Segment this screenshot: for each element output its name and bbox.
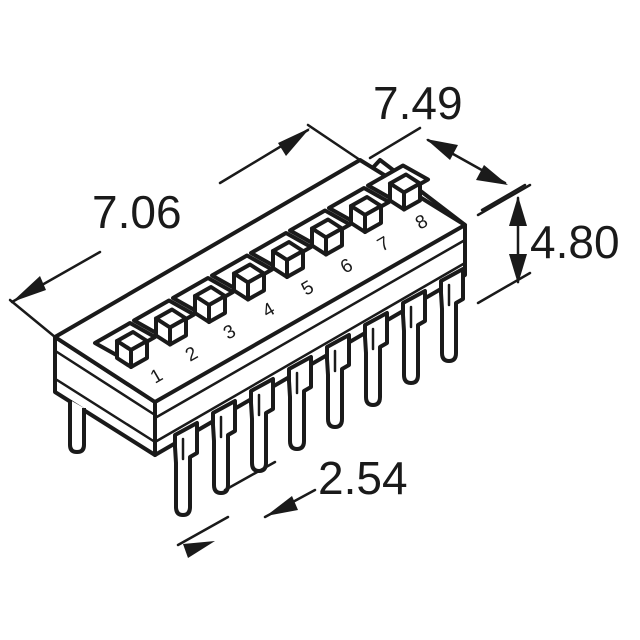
side-ridge-line: [153, 238, 467, 420]
arrow-right-icon: [278, 128, 310, 156]
switch-actuators: [93, 163, 430, 369]
pin: [211, 399, 237, 495]
switch-actuator: [210, 253, 274, 302]
arrow-up-left-icon: [426, 139, 458, 160]
arrow-left-icon: [266, 496, 298, 516]
dimension-width-label: 7.49: [373, 77, 463, 129]
dimension-length-label: 7.06: [92, 186, 182, 238]
extension-line: [476, 271, 532, 305]
pin: [439, 267, 465, 363]
front-ridge-line: [55, 350, 157, 417]
switch-actuator: [366, 163, 430, 212]
extension-line: [223, 460, 277, 492]
switch-actuator: [132, 298, 196, 347]
dimension-width: 7.49: [368, 77, 527, 212]
extension-line: [8, 298, 57, 339]
arrow-down-right-icon: [476, 165, 508, 185]
extension-line: [480, 183, 527, 212]
switch-actuator: [93, 321, 157, 369]
extension-line: [476, 183, 532, 217]
side-ridge-line: [153, 261, 467, 444]
arrow-right-icon: [183, 541, 215, 558]
arrow-left-icon: [12, 276, 46, 302]
dimension-height: 4.80: [476, 183, 620, 305]
pin: [249, 377, 275, 473]
rear-pin: [68, 400, 86, 454]
switch-actuator: [249, 231, 313, 279]
extension-line: [306, 123, 362, 162]
front-ridge-line: [55, 378, 157, 444]
extension-line: [176, 515, 230, 547]
dimension-pitch: 2.54: [176, 452, 408, 558]
switch-actuator: [288, 208, 352, 257]
pin-row: [173, 267, 465, 517]
arrow-up-icon: [509, 196, 527, 226]
dimension-length: 7.06: [8, 123, 362, 339]
dimension-pitch-label: 2.54: [318, 452, 408, 504]
pin: [363, 311, 389, 407]
pin: [401, 289, 427, 385]
arrow-down-icon: [509, 254, 527, 284]
pin: [325, 333, 351, 429]
extension-line: [368, 126, 422, 160]
pin: [287, 355, 313, 451]
dimension-height-label: 4.80: [530, 216, 620, 268]
pin: [173, 421, 199, 517]
switch-actuator: [171, 276, 235, 324]
